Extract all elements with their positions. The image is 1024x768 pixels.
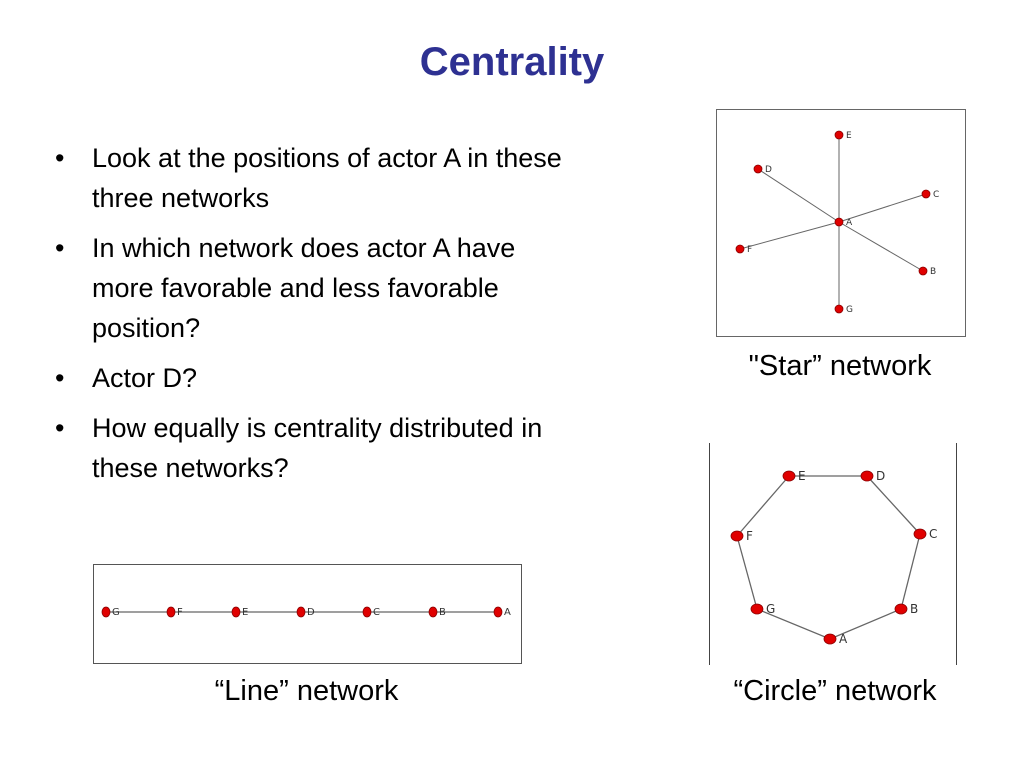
bullet-item: • Look at the positions of actor A in the… [55,138,575,218]
node-g [750,603,764,615]
star-network-diagram: A B C D E F G [716,109,966,337]
node-label-b: B [930,267,936,277]
bullet-text: In which network does actor A have more … [92,233,516,343]
node-e [782,470,796,482]
node-label-d: D [876,469,885,483]
bullet-text: Look at the positions of actor A in thes… [92,143,562,213]
node-b [894,603,908,615]
node-f [735,244,745,254]
node-label-b: B [439,607,446,618]
node-e [834,130,844,140]
node-label-f: F [177,607,183,618]
bullet-list: • Look at the positions of actor A in the… [55,138,575,498]
edge-b-c [900,533,921,610]
node-g [101,606,111,618]
node-b [918,266,928,276]
slide-title: Centrality [419,40,605,84]
node-f [730,530,744,542]
bullet-marker: • [55,413,65,443]
node-label-c: C [929,527,937,541]
star-network-caption: "Star” network [748,350,932,382]
edge-e-f [736,475,790,537]
bullet-marker: • [55,233,65,263]
node-a [823,633,837,645]
edge-a-d [757,168,840,223]
node-label-a: A [846,218,853,228]
node-g [834,304,844,314]
circle-network-graph: A B C D E F G [730,469,937,646]
bullet-item: • Actor D? [55,358,575,398]
star-network-graph: A B C D E F G [735,130,939,315]
node-d [860,470,874,482]
node-a [834,217,844,227]
edge-c-d [866,475,921,535]
line-network-caption: “Line” network [214,675,399,707]
node-label-g: G [846,305,853,315]
node-label-e: E [798,469,806,483]
node-a [493,606,503,618]
edge-g-a [756,608,831,640]
node-label-f: F [746,529,753,543]
node-label-c: C [933,190,939,200]
node-label-b: B [910,602,918,616]
node-f [166,606,176,618]
node-label-d: D [765,165,772,175]
edge-a-b [838,221,924,272]
bullet-marker: • [55,143,65,173]
circle-network-diagram: A B C D E F G [709,443,957,665]
node-label-a: A [504,607,511,618]
node-label-e: E [846,131,852,141]
node-c [913,528,927,540]
node-label-c: C [373,607,380,618]
edge-a-c [838,193,927,223]
node-d [296,606,306,618]
bullet-item: • In which network does actor A have more… [55,228,575,348]
node-b [428,606,438,618]
node-label-a: A [839,632,848,646]
node-c [921,189,931,199]
edge-a-f [739,221,840,250]
node-label-f: F [747,245,752,255]
circle-network-caption: “Circle” network [733,675,937,707]
bullet-text: How equally is centrality distributed in… [92,413,543,483]
bullet-marker: • [55,363,65,393]
node-label-d: D [307,607,315,618]
edge-f-g [736,535,758,610]
bullet-text: Actor D? [92,363,198,393]
node-e [231,606,241,618]
bullet-item: • How equally is centrality distributed i… [55,408,575,488]
node-c [362,606,372,618]
node-label-g: G [766,602,775,616]
node-label-e: E [242,607,248,618]
node-label-g: G [112,607,120,618]
node-d [753,164,763,174]
edge-a-b [829,608,902,640]
